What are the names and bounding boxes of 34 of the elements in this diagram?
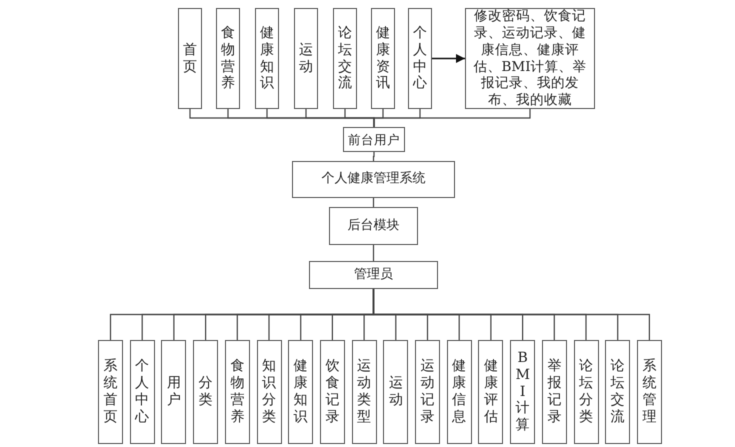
process-box: 个人健康管理系统 (292, 161, 455, 198)
module-box: 饮食记录 (320, 340, 345, 444)
connector-line (372, 152, 375, 161)
module-box: 用户 (161, 340, 186, 444)
module-box: 运动类型 (352, 340, 377, 444)
module-box: 系统管理 (636, 340, 662, 444)
module-box: 论坛分类 (574, 340, 598, 444)
module-box: 论坛交流 (605, 340, 630, 444)
module-box: 健康信息 (446, 340, 472, 444)
module-box: 首页 (178, 8, 202, 109)
module-box: 个人中心 (130, 340, 155, 444)
module-box: 系统首页 (98, 340, 123, 444)
process-box: 前台用户 (343, 127, 405, 152)
module-box: 分类 (193, 340, 218, 444)
process-box: 后台模块 (329, 207, 418, 245)
module-box: 知识分类 (256, 340, 282, 444)
module-box: 举报记录 (542, 340, 567, 444)
module-box: 健康知识 (255, 8, 279, 109)
module-box: 运动 (294, 8, 318, 109)
module-box: 食物营养 (224, 340, 250, 444)
module-box: 食物营养 (216, 8, 240, 109)
module-box: 个人中心 (408, 8, 432, 109)
connector-line (372, 245, 374, 261)
arrow (432, 54, 465, 63)
module-box: 论坛交流 (333, 8, 357, 109)
process-box: 修改密码、饮食记录、运动记录、健康信息、健康评估、BMI计算、举报记录、我的发布、我的收藏 (465, 8, 595, 109)
module-box: 运动 (383, 340, 408, 444)
module-box: BMI计算 (510, 340, 536, 444)
module-box: 健康知识 (288, 340, 314, 444)
connector-line (373, 109, 531, 127)
process-box: 管理员 (309, 261, 438, 289)
module-box: 运动记录 (415, 340, 440, 444)
module-box: 健康资讯 (371, 8, 395, 109)
module-box: 健康评估 (478, 340, 504, 444)
